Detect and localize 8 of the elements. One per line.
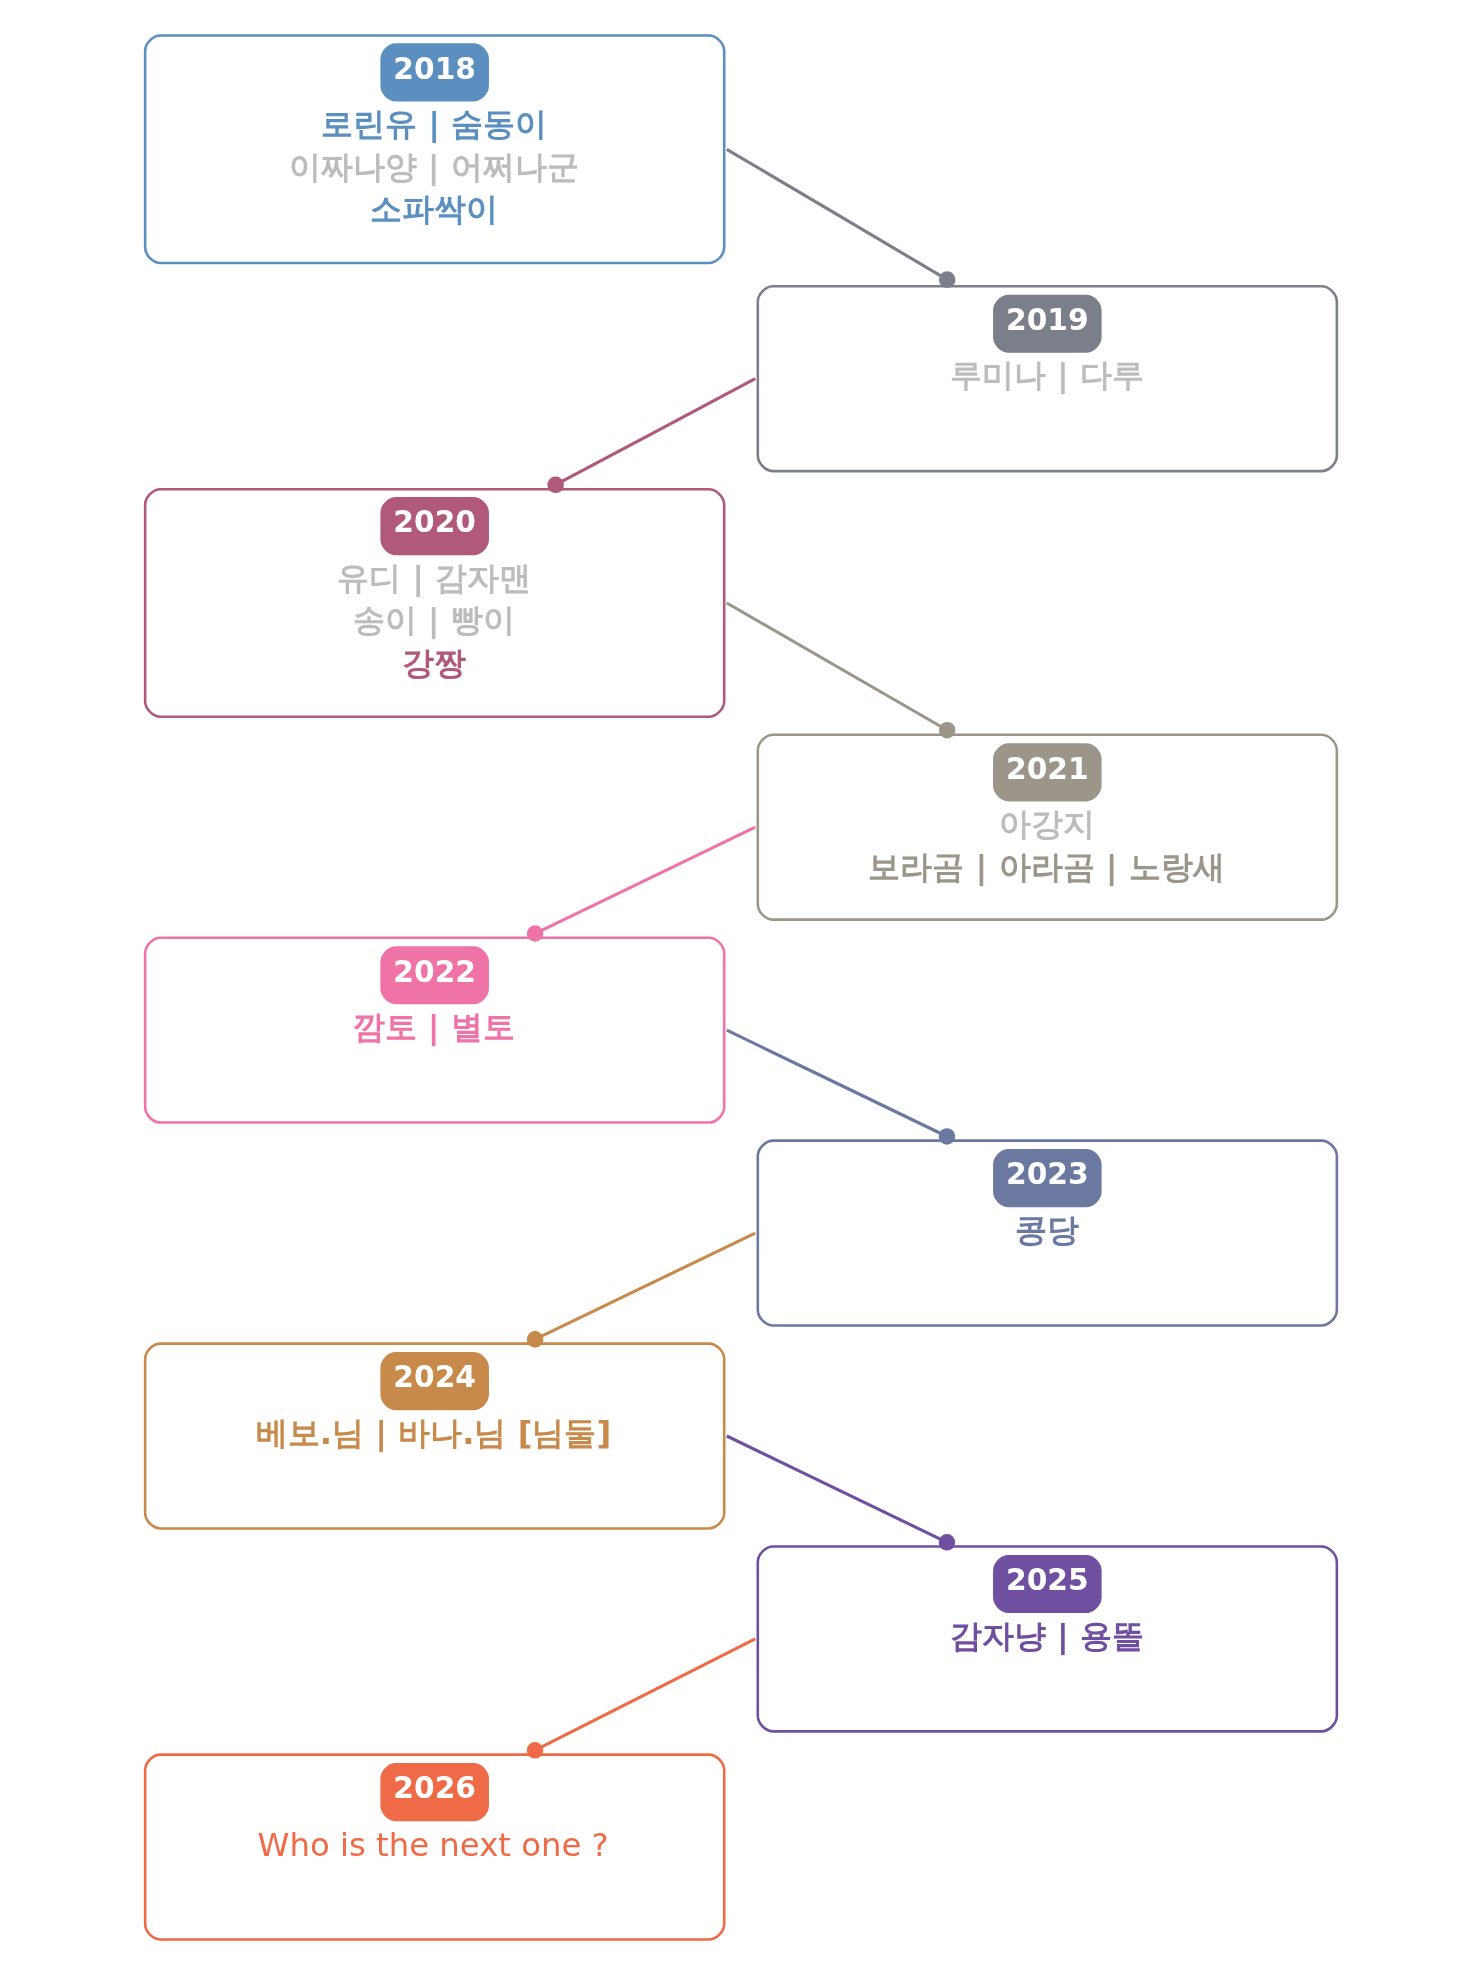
connector bbox=[726, 147, 956, 288]
connector bbox=[726, 601, 956, 739]
connector bbox=[726, 1028, 956, 1145]
connector bbox=[526, 1637, 756, 1759]
connector bbox=[526, 825, 756, 942]
connector bbox=[726, 1434, 956, 1551]
connector bbox=[547, 377, 756, 494]
connector bbox=[526, 1231, 756, 1348]
